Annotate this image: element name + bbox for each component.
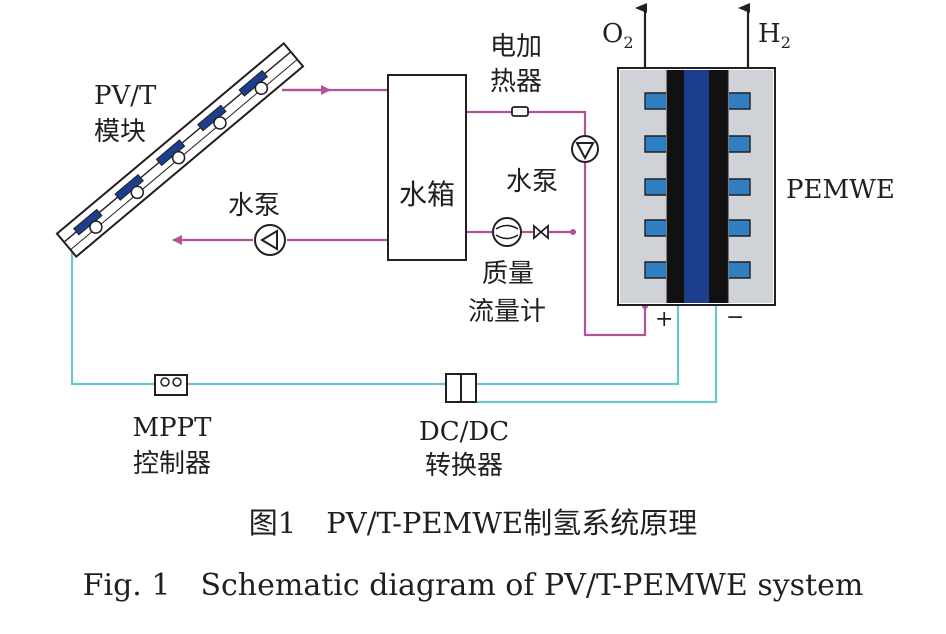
caption-en-prefix: Fig. 1 bbox=[82, 568, 171, 603]
pemwe-cathode-electrodes bbox=[729, 92, 751, 279]
plus-terminal-label: + bbox=[655, 307, 673, 332]
heater-icon bbox=[511, 106, 529, 117]
dcdc-converter-icon bbox=[445, 373, 477, 403]
pump-left-icon bbox=[254, 224, 286, 256]
pemwe-label: PEMWE bbox=[786, 175, 895, 205]
water-tank bbox=[387, 74, 467, 261]
tank-label: 水箱 bbox=[399, 178, 455, 211]
pipe-inlet-dot-right bbox=[570, 229, 576, 235]
pvt-cells bbox=[73, 69, 269, 236]
pvt-tubes bbox=[89, 81, 269, 234]
pump-right-label: 水泵 bbox=[506, 167, 558, 197]
mppt-label-line2: 控制器 bbox=[133, 449, 211, 479]
valve-icon bbox=[533, 224, 549, 240]
dcdc-label-line2: 转换器 bbox=[425, 451, 503, 481]
pump-right-icon bbox=[571, 135, 599, 163]
pemwe-cell bbox=[617, 67, 776, 306]
flowmeter-icon bbox=[492, 217, 522, 247]
caption-cn-prefix: 图1 bbox=[248, 506, 297, 540]
heater-label-line2: 热器 bbox=[490, 67, 542, 97]
heater-label-line1: 电加 bbox=[490, 32, 542, 62]
wire-pvt-to-mppt bbox=[70, 245, 155, 386]
figure-caption-english: Fig. 1 Schematic diagram of PV/T-PEMWE sy… bbox=[0, 568, 946, 603]
pipe-pump-right-down bbox=[583, 160, 647, 337]
electric-circuit bbox=[70, 245, 718, 404]
wire-dcdc-to-minus bbox=[476, 305, 718, 404]
pvt-label-line1: PV/T bbox=[94, 81, 157, 111]
pvt-module bbox=[55, 41, 305, 259]
pemwe-anode-electrodes bbox=[644, 92, 666, 279]
pipe-heater-to-pump-right bbox=[528, 110, 587, 138]
pvt-label-line2: 模块 bbox=[94, 117, 146, 147]
dcdc-label-line1: DC/DC bbox=[419, 417, 509, 447]
pump-left-label: 水泵 bbox=[228, 191, 280, 221]
flowmeter-label-line1: 质量 bbox=[482, 259, 534, 289]
caption-en-text: Schematic diagram of PV/T-PEMWE system bbox=[200, 568, 864, 603]
figure-caption-chinese: 图1 PV/T-PEMWE制氢系统原理 bbox=[0, 500, 946, 542]
pemwe-cathode-plate bbox=[709, 70, 728, 303]
caption-cn-text: PV/T-PEMWE制氢系统原理 bbox=[326, 506, 698, 540]
h2-label: H2 bbox=[758, 19, 791, 52]
pemwe-membrane bbox=[684, 70, 709, 303]
thermal-loop bbox=[172, 85, 647, 337]
flowmeter-label-line2: 流量计 bbox=[468, 297, 546, 327]
mppt-label-line1: MPPT bbox=[133, 413, 213, 443]
pemwe-anode-plate bbox=[667, 70, 684, 303]
o2-label: O2 bbox=[602, 19, 634, 52]
minus-terminal-label: − bbox=[726, 305, 744, 330]
wire-dcdc-to-plus bbox=[476, 305, 680, 386]
mppt-controller-icon bbox=[154, 374, 188, 396]
